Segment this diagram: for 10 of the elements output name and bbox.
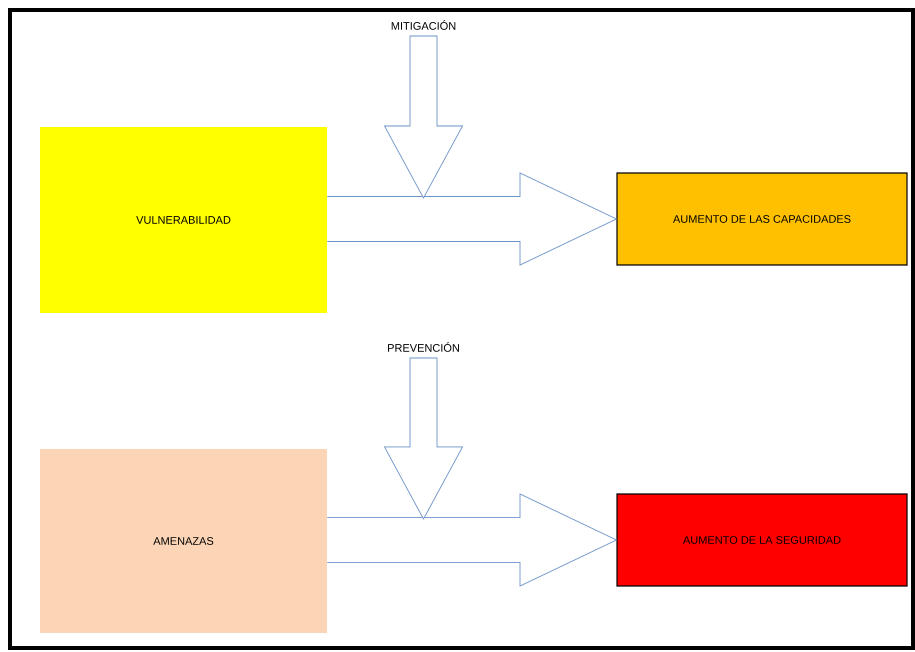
- factor-box: VULNERABILIDAD: [40, 127, 327, 313]
- measure-label: MITIGACIÓN: [392, 20, 456, 30]
- measure-label: PREVENCIÓN: [388, 342, 459, 352]
- block-arrow: [384, 358, 464, 520]
- result-box: AUMENTO DE LAS CAPACIDADES: [616, 172, 908, 266]
- block-arrow: [326, 493, 618, 587]
- block-arrow: [384, 36, 464, 199]
- result-box: AUMENTO DE LA SEGURIDAD: [616, 493, 908, 587]
- factor-box: AMENAZAS: [40, 448, 327, 633]
- block-arrow: [326, 172, 618, 266]
